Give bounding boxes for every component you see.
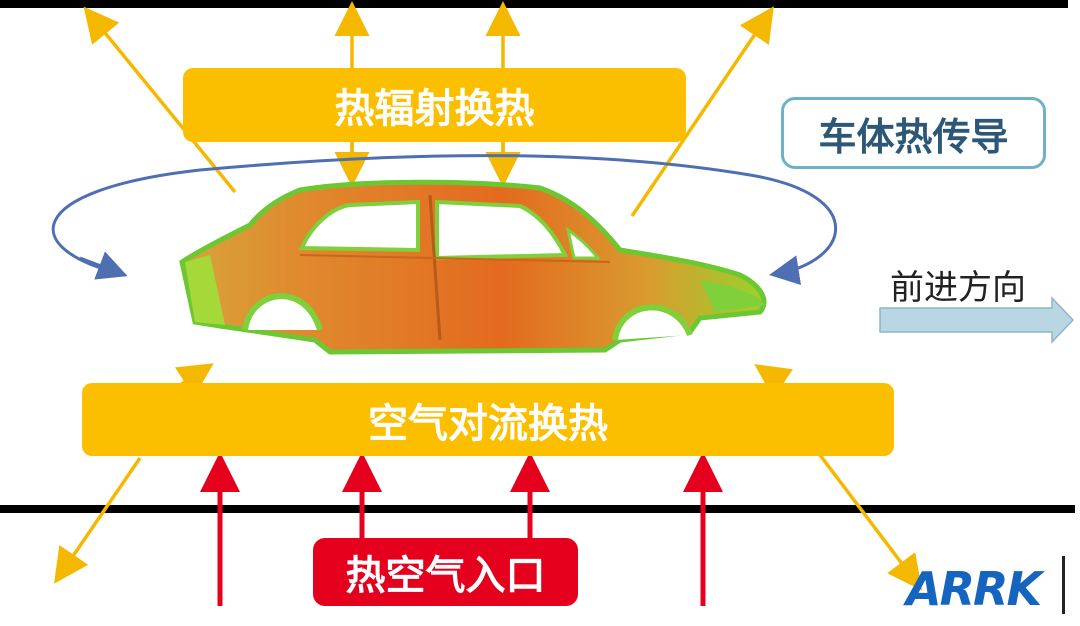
bottom-boundary-line <box>0 505 1075 513</box>
brand-logo: ARRK <box>906 562 1042 616</box>
convection-heat-transfer-label: 空气对流换热 <box>82 383 894 456</box>
hot-air-inlet-label: 热空气入口 <box>313 538 578 606</box>
logo-divider <box>1062 556 1065 614</box>
convection-text: 空气对流换热 <box>368 400 608 447</box>
direction-arrow <box>879 296 1075 344</box>
radiation-text: 热辐射换热 <box>334 86 535 132</box>
body-conduction-label: 车体热传导 <box>781 97 1046 169</box>
car-body-illustration <box>179 179 767 355</box>
loop-left-head <box>79 251 128 280</box>
conduction-text: 车体热传导 <box>818 114 1009 159</box>
radiation-inward-arrows <box>334 140 521 187</box>
convection-arrows <box>54 363 923 591</box>
forward-direction-label: 前进方向 <box>890 268 1026 308</box>
radiation-heat-transfer-label: 热辐射换热 <box>183 68 686 142</box>
hot-air-arrows <box>200 452 723 606</box>
top-boundary-line <box>0 0 1068 8</box>
conduction-loop-arrow <box>51 154 837 285</box>
hot-inlet-text: 热空气入口 <box>345 553 546 599</box>
